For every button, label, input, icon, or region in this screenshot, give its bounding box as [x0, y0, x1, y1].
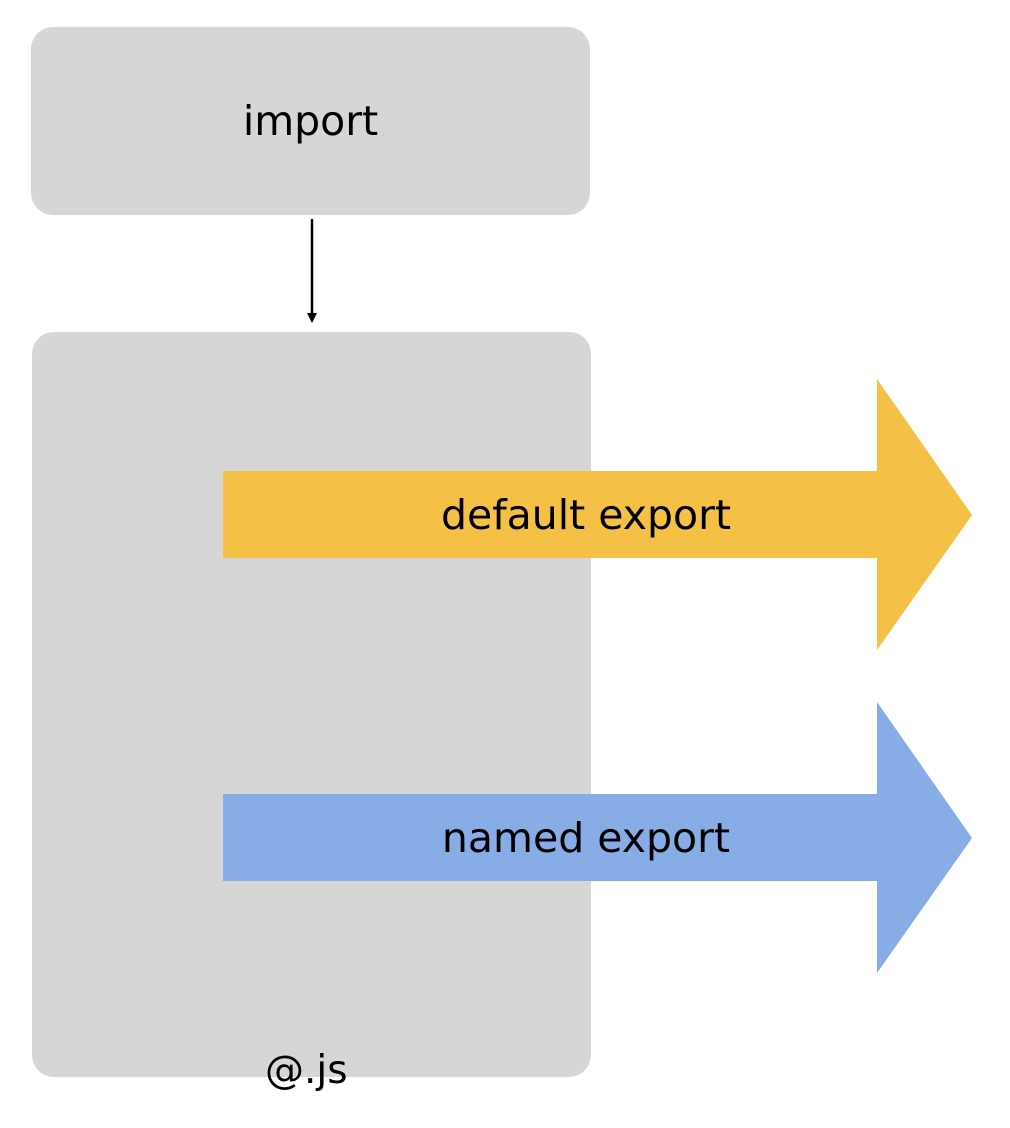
module-box [32, 332, 591, 1077]
default-export-label: default export [440, 490, 732, 539]
named-export-label: named export [441, 813, 731, 862]
import-box [31, 27, 590, 215]
default-export-arrow [223, 379, 972, 650]
import-label: import [242, 97, 379, 145]
named-export-arrow [223, 702, 972, 973]
module-file-label: @.js [265, 1048, 348, 1093]
